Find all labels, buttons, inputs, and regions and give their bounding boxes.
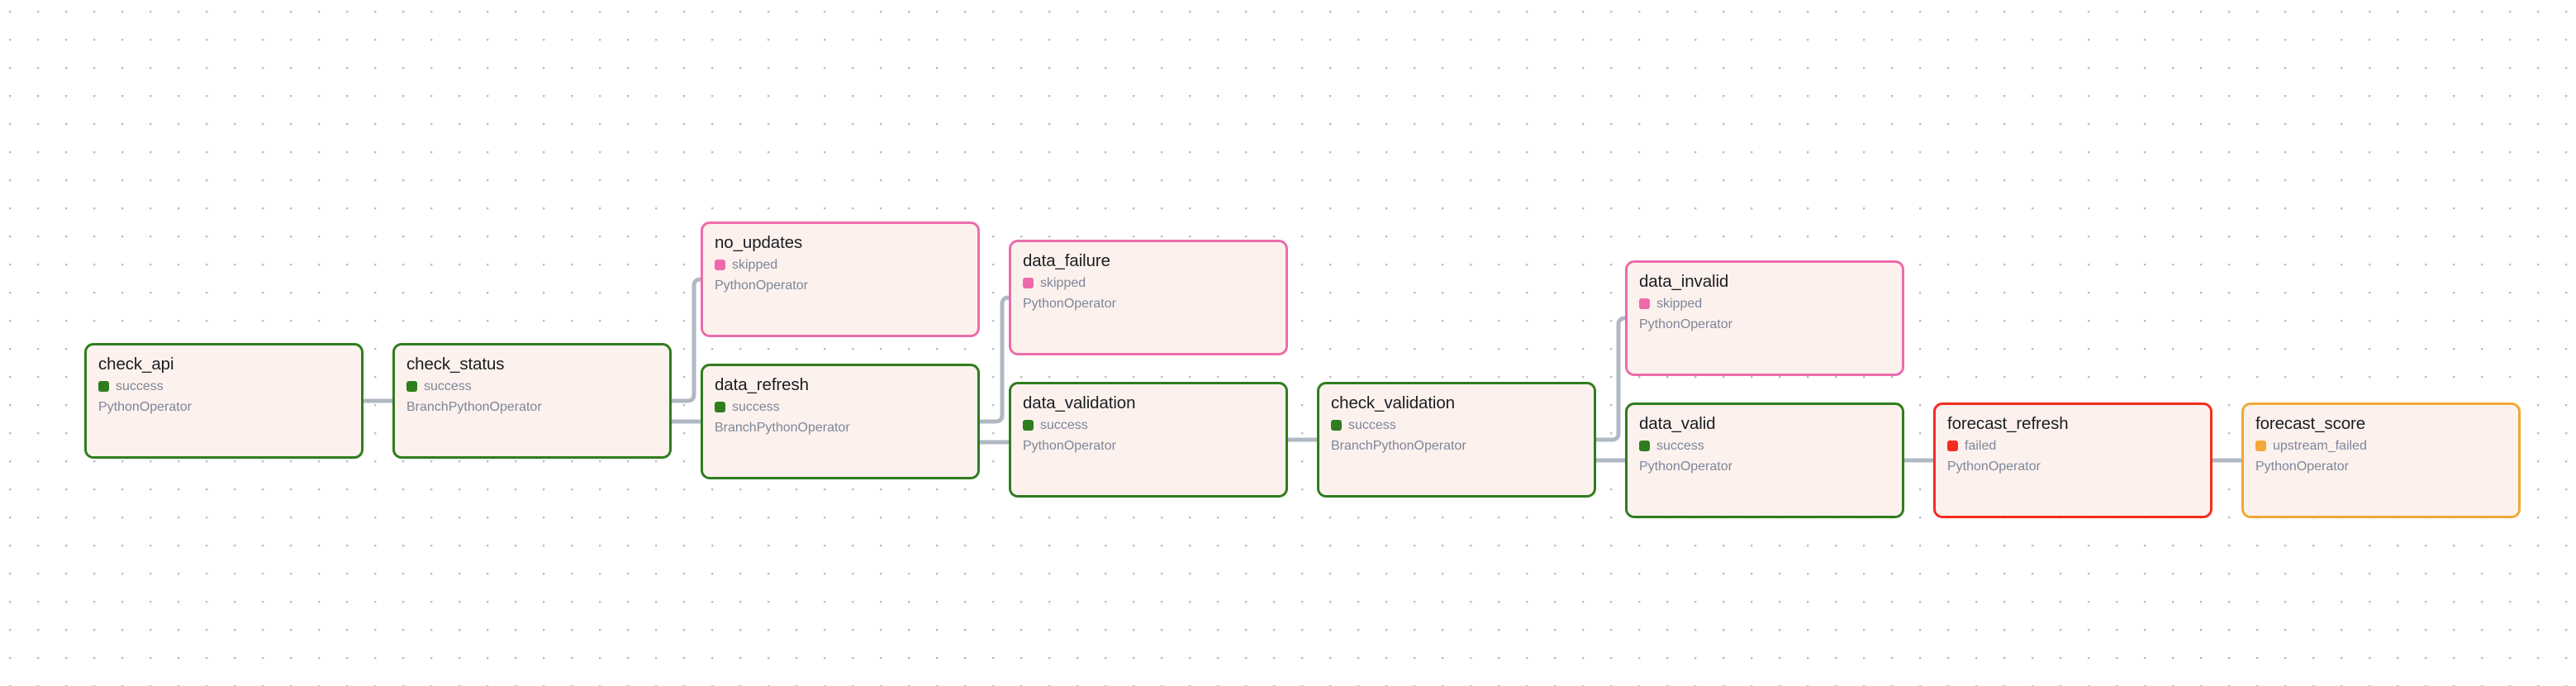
task-title: check_api [98,355,174,374]
status-success-icon [406,381,417,393]
task-title: data_validation [1023,393,1136,412]
task-operator-label: BranchPythonOperator [1331,438,1466,453]
task-status-label: upstream_failed [2273,438,2367,453]
task-title: check_status [406,355,505,374]
status-success-icon [98,381,109,393]
task-status-badge: success [1639,438,1890,453]
edge-check_validation-to-data_invalid [1594,316,1628,442]
task-status-label: success [1656,438,1704,453]
status-skipped-icon [715,260,725,271]
task-status-badge: skipped [1639,296,1890,311]
task-status-label: success [1348,417,1396,432]
task-status-label: skipped [1656,296,1703,311]
task-title: forecast_refresh [1947,414,2069,433]
status-upstream_failed-icon [2255,441,2266,452]
status-success-icon [715,402,725,413]
task-status-label: success [1040,417,1088,432]
task-status-label: failed [1965,438,1997,453]
task-status-badge: success [406,379,658,393]
task-status-badge: failed [1947,438,2198,453]
task-status-label: skipped [732,257,778,272]
task-title: data_failure [1023,251,1110,270]
task-status-label: skipped [1040,275,1086,290]
task-operator-label: PythonOperator [1947,459,2041,474]
task-status-label: success [732,399,780,414]
edge-check_status-to-no_updates [669,277,703,403]
task-operator-label: PythonOperator [98,399,192,414]
status-skipped-icon [1639,298,1650,310]
task-operator-label: PythonOperator [1023,296,1116,311]
task-title: no_updates [715,233,803,252]
task-operator-label: PythonOperator [2255,459,2349,474]
task-status-badge: skipped [1023,275,1274,290]
task-operator-label: PythonOperator [1639,459,1732,474]
status-success-icon [1331,420,1342,431]
task-operator-label: PythonOperator [1639,317,1732,331]
task-status-badge: success [1331,417,1582,432]
status-success-icon [1023,420,1034,431]
task-status-badge: success [1023,417,1274,432]
task-operator-label: PythonOperator [1023,438,1116,453]
task-status-label: success [424,379,472,393]
task-title: data_valid [1639,414,1716,433]
task-status-badge: skipped [715,257,966,272]
task-operator-label: BranchPythonOperator [406,399,542,414]
task-title: forecast_score [2255,414,2366,433]
task-title: data_refresh [715,375,809,394]
task-status-badge: success [98,379,349,393]
task-operator-label: PythonOperator [715,278,808,293]
status-success-icon [1639,441,1650,452]
edge-data_refresh-to-data_failure [977,295,1011,424]
task-status-badge: success [715,399,966,414]
status-skipped-icon [1023,278,1034,289]
status-failed-icon [1947,441,1958,452]
task-title: data_invalid [1639,272,1729,291]
task-status-badge: upstream_failed [2255,438,2507,453]
task-title: check_validation [1331,393,1455,412]
task-status-label: success [116,379,164,393]
task-operator-label: BranchPythonOperator [715,420,850,435]
